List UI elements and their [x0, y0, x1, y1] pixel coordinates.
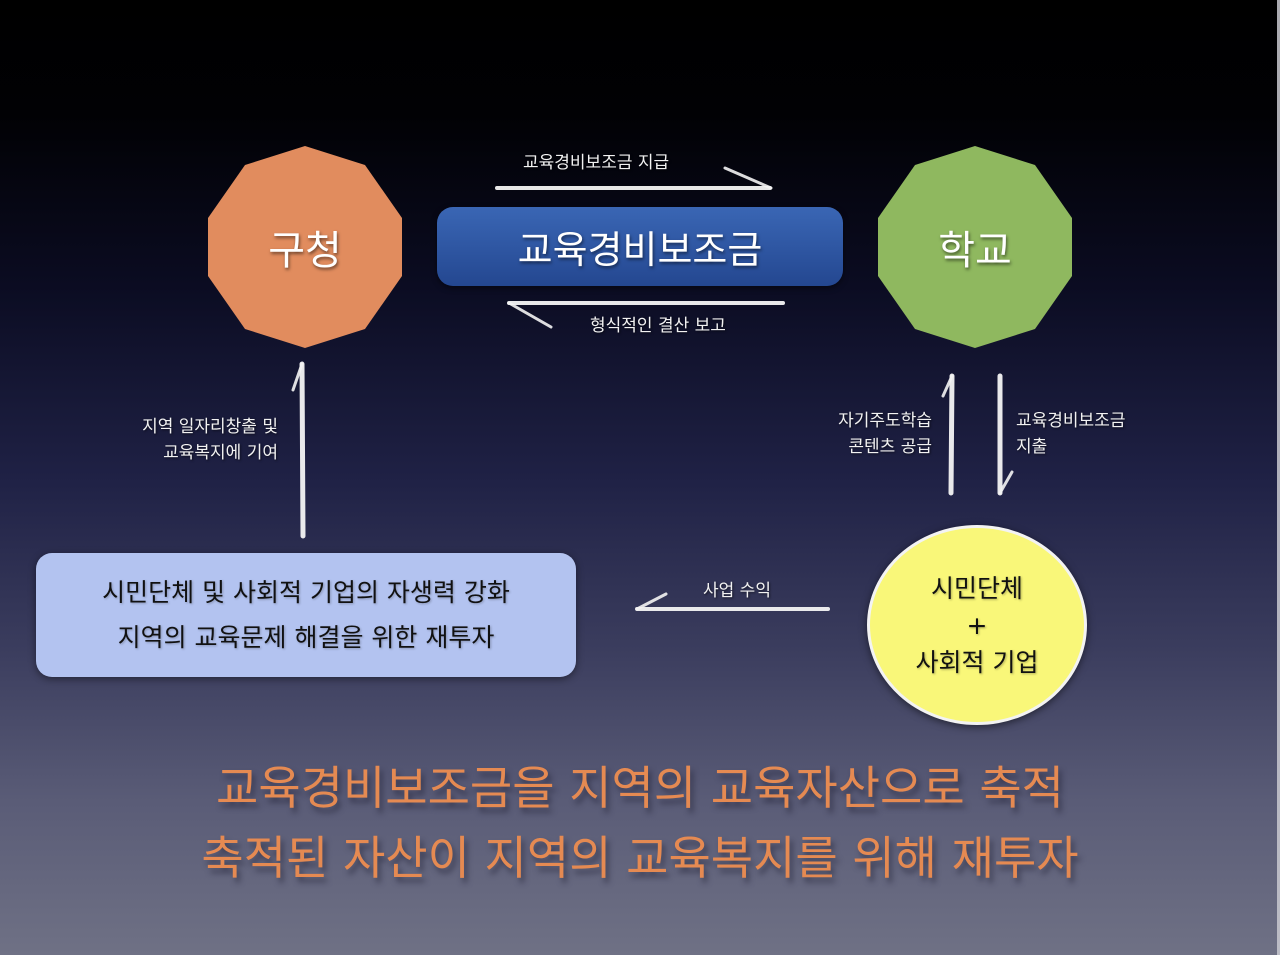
- district-office-node: 구청: [208, 146, 402, 348]
- contribution-line-1: 지역 일자리창출 및: [142, 417, 278, 437]
- arrow-right-icon: [495, 166, 773, 190]
- decagon-shape-icon: [878, 146, 1072, 348]
- school-node: 학교: [878, 146, 1072, 348]
- civic-groups-line-1: 시민단체: [930, 573, 1023, 603]
- content-supply-line-1: 자기주도학습: [838, 411, 932, 431]
- arrow-up-icon: [291, 361, 306, 539]
- arrow-left-icon: [635, 592, 830, 611]
- arrow-down-icon: [997, 373, 1014, 496]
- subsidy-spending-label: 교육경비보조금 지출: [1016, 408, 1125, 460]
- content-supply-label: 자기주도학습 콘텐츠 공급: [800, 408, 932, 460]
- civic-groups-node: 시민단체 + 사회적 기업: [867, 525, 1087, 725]
- school-label: 학교: [938, 228, 1012, 274]
- contribution-label: 지역 일자리창출 및 교육복지에 기여: [110, 414, 278, 466]
- subsidy-label: 교육경비보조금: [517, 228, 763, 272]
- content-supply-line-2: 콘텐츠 공급: [848, 437, 932, 457]
- contribution-line-2: 교육복지에 기여: [163, 443, 278, 463]
- subsidy-node: 교육경비보조금: [437, 207, 843, 286]
- district-office-label: 구청: [268, 228, 342, 274]
- civic-groups-plus: +: [966, 610, 988, 640]
- civic-groups-line-2: 사회적 기업: [915, 647, 1039, 677]
- business-revenue-label: 사업 수익: [703, 581, 771, 601]
- reinvestment-line-1: 시민단체 및 사회적 기업의 자생력 강화: [102, 578, 510, 607]
- decagon-shape-icon: [208, 146, 402, 348]
- summary-line-1: 교육경비보조금을 지역의 교육자산으로 축적: [216, 761, 1064, 815]
- reinvestment-box: 시민단체 및 사회적 기업의 자생력 강화 지역의 교육문제 해결을 위한 재투…: [36, 553, 576, 677]
- subsidy-spending-line-2: 지출: [1016, 437, 1048, 457]
- subsidy-payment-label: 교육경비보조금 지급: [523, 153, 670, 173]
- arrow-up-icon: [941, 373, 955, 496]
- reinvestment-line-2: 지역의 교육문제 해결을 위한 재투자: [117, 623, 495, 652]
- formal-report-label: 형식적인 결산 보고: [590, 316, 726, 336]
- arrow-left-icon: [507, 301, 785, 329]
- slide-edge: [1277, 0, 1280, 955]
- subsidy-spending-line-1: 교육경비보조금: [1016, 411, 1126, 431]
- summary-line-2: 축적된 자산이 지역의 교육복지를 위해 재투자: [201, 831, 1079, 885]
